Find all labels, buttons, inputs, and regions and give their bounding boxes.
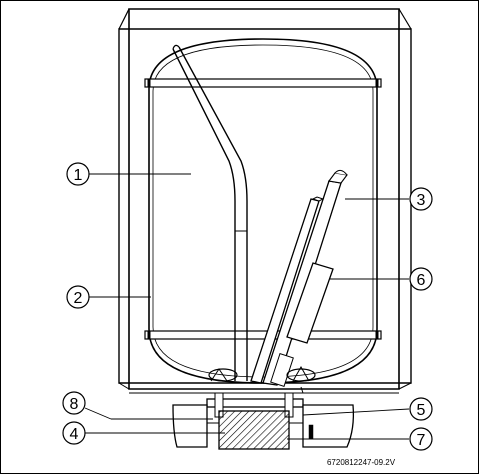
callout-label: 7 xyxy=(417,432,426,449)
thermostat-sleeve xyxy=(270,262,334,388)
outlet-pipe xyxy=(172,44,248,381)
callout-label: 1 xyxy=(74,167,83,184)
callout-1: 1 xyxy=(66,162,90,186)
outer-casing xyxy=(118,8,412,394)
bottom-ports xyxy=(208,365,316,382)
callout-label: 3 xyxy=(417,192,426,209)
callout-5: 5 xyxy=(409,397,433,421)
callout-label: 5 xyxy=(417,402,426,419)
callout-3: 3 xyxy=(409,187,433,211)
callout-2: 2 xyxy=(66,285,90,309)
callout-7: 7 xyxy=(409,427,433,451)
callout-label: 4 xyxy=(70,426,79,443)
heating-rods xyxy=(250,169,348,386)
leader-lines xyxy=(84,173,410,440)
callout-label: 8 xyxy=(70,396,79,413)
callout-4: 4 xyxy=(62,421,86,445)
callout-label: 6 xyxy=(417,272,426,289)
inner-tank xyxy=(144,38,382,384)
flange-assembly xyxy=(172,386,355,450)
callout-8: 8 xyxy=(62,391,86,415)
callout-6: 6 xyxy=(409,267,433,291)
reference-code: 6720812247-09.2V xyxy=(327,458,396,467)
callout-label: 2 xyxy=(74,290,83,307)
